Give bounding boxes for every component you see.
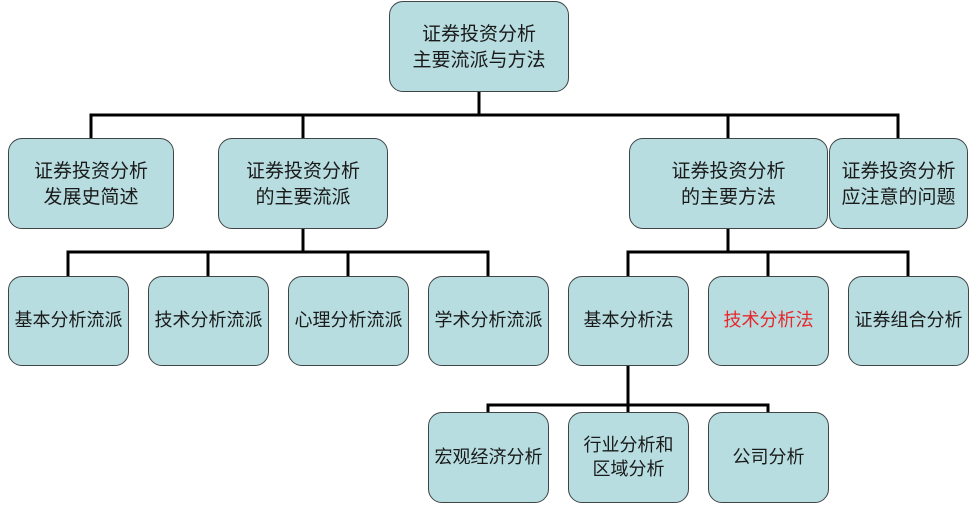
technical-method-node: 技术分析法	[708, 276, 829, 366]
technical-school-node: 技术分析流派	[148, 276, 269, 366]
history-node: 证券投资分析 发展史简述	[8, 138, 174, 229]
macro-analysis-node: 宏观经济分析	[428, 412, 549, 503]
methods-node: 证券投资分析 的主要方法	[629, 138, 828, 229]
company-analysis-node: 公司分析	[708, 412, 829, 503]
industry-region-analysis-node: 行业分析和 区域分析	[568, 412, 689, 503]
portfolio-analysis-node: 证券组合分析	[848, 276, 969, 366]
schools-node: 证券投资分析 的主要流派	[218, 138, 388, 229]
fundamental-method-node: 基本分析法	[568, 276, 689, 366]
root-node: 证券投资分析 主要流派与方法	[389, 1, 569, 92]
psychological-school-node: 心理分析流派	[288, 276, 409, 366]
notes-node: 证券投资分析 应注意的问题	[829, 138, 968, 229]
fundamental-school-node: 基本分析流派	[8, 276, 129, 366]
academic-school-node: 学术分析流派	[428, 276, 549, 366]
